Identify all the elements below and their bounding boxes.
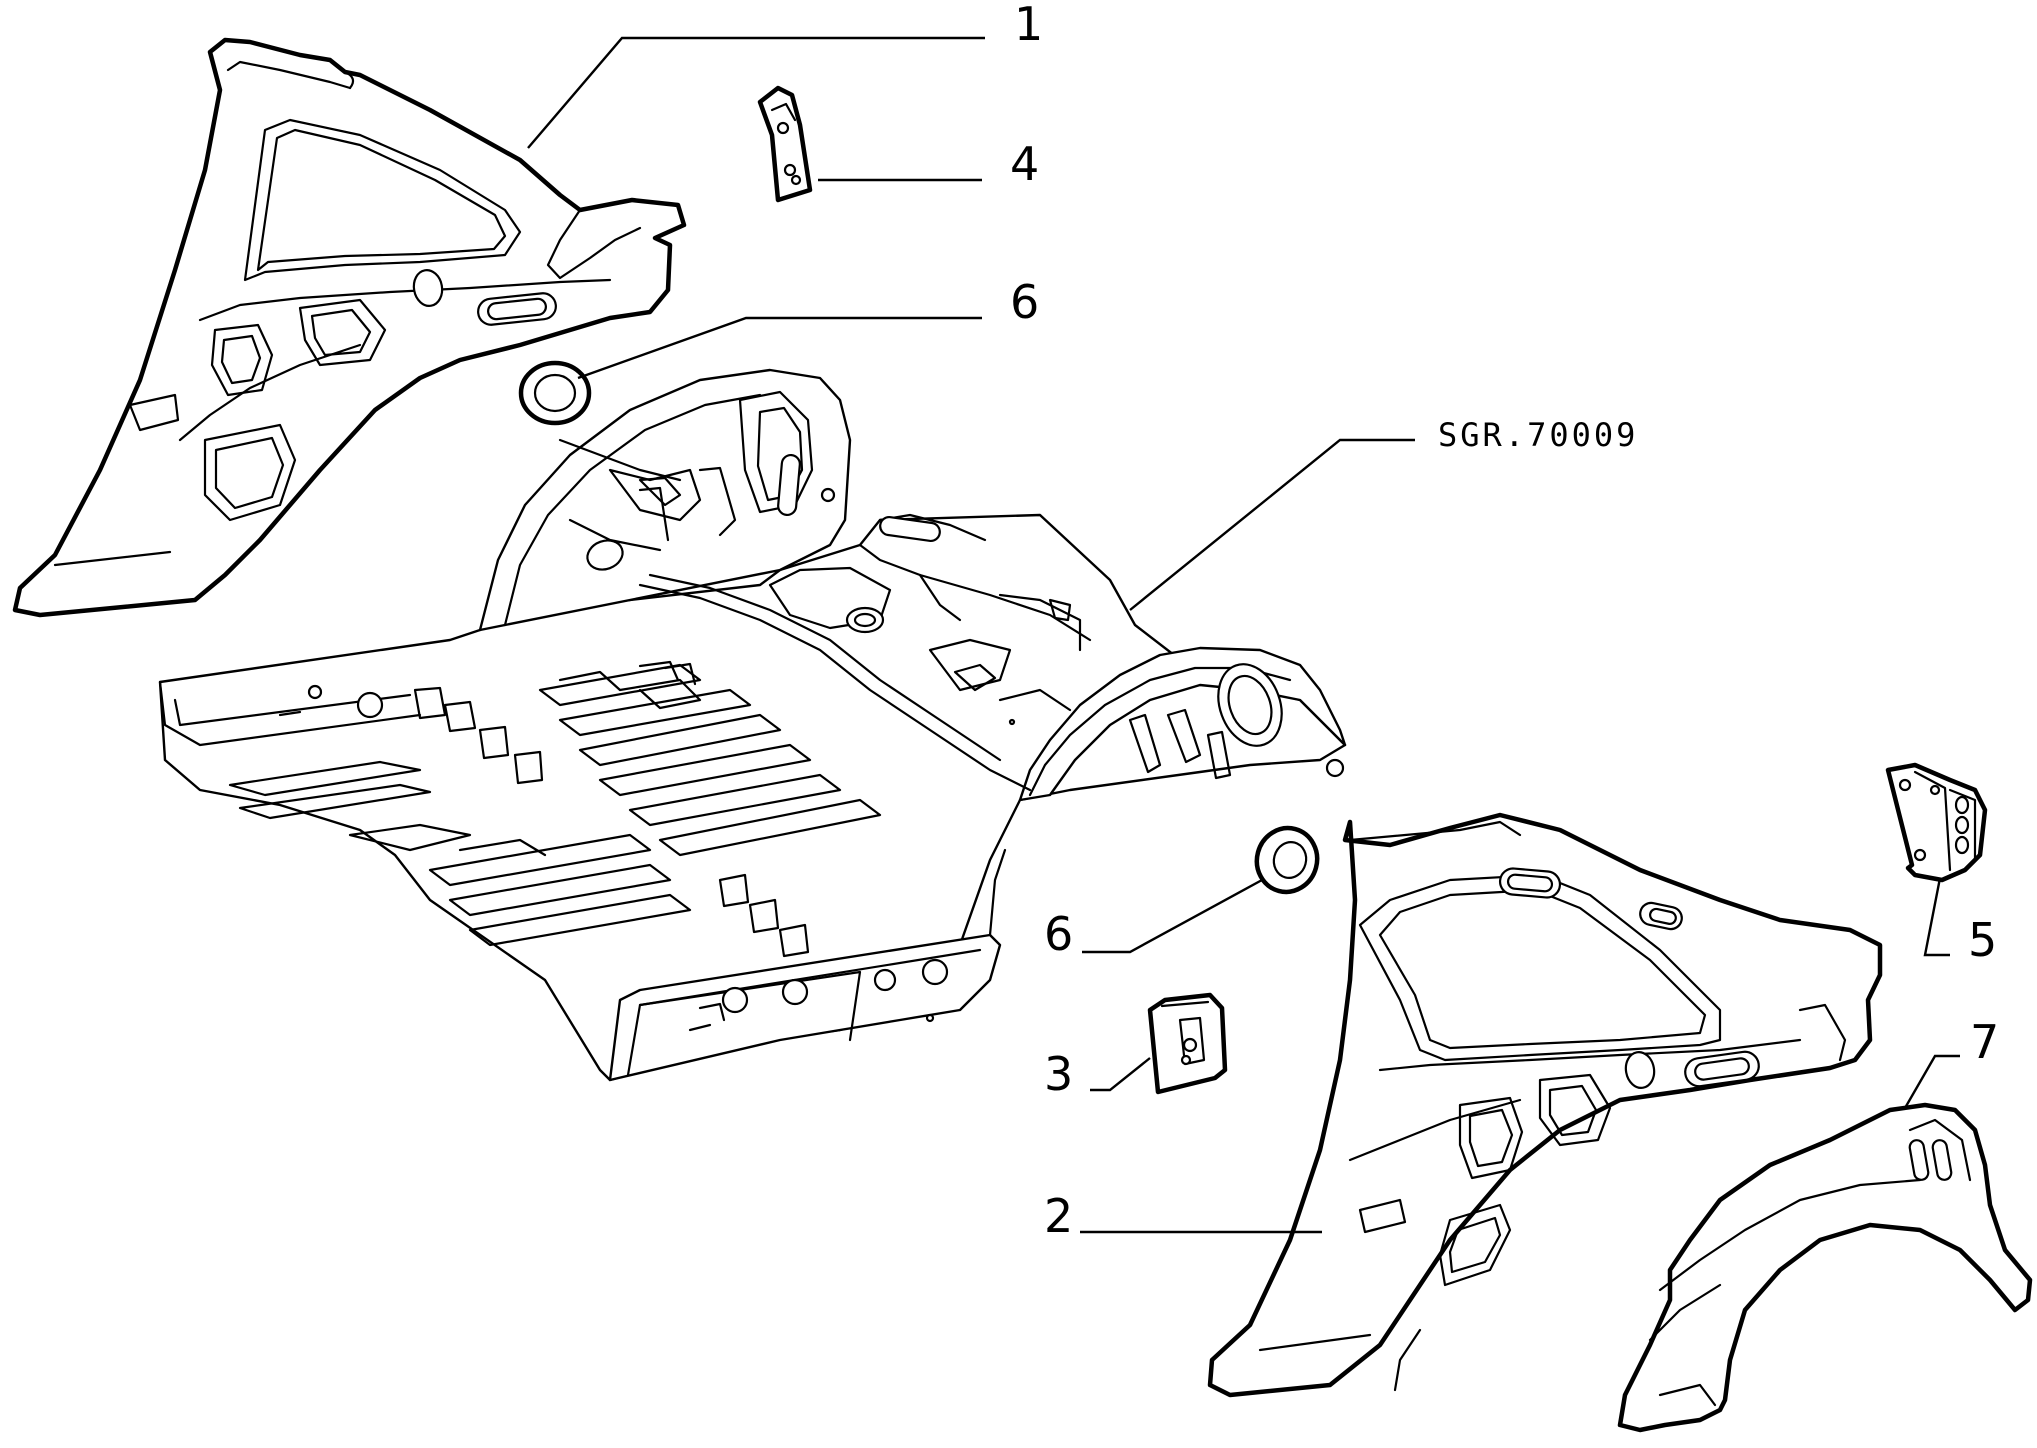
callout-3: 3: [1044, 1047, 1073, 1101]
leader-7: [1903, 1054, 1960, 1109]
leader-lines: [527, 36, 1960, 1234]
callout-7: 7: [1970, 1015, 1999, 1069]
callout-4: 4: [1010, 137, 1039, 191]
leader-3: [1090, 1057, 1151, 1092]
callout-6-lower: 6: [1044, 907, 1073, 961]
reference-code: SGR.70009: [1438, 416, 1638, 454]
part-4-bracket: [757, 85, 813, 203]
leader-5: [1923, 877, 1950, 957]
callout-labels: 1 4 6 6 3 2 5 7 SGR.70009: [1010, 0, 1999, 1243]
callout-1: 1: [1014, 0, 1043, 51]
callout-2: 2: [1044, 1189, 1073, 1243]
leader-sgr: [1129, 438, 1415, 611]
rear-floor-assembly: [158, 368, 1347, 1082]
part-2-right-side-panel: [1207, 812, 1883, 1398]
leader-6b: [1082, 878, 1263, 954]
part-1-left-side-panel: [12, 37, 687, 618]
part-5-bracket: [1885, 762, 1988, 883]
leader-6a: [577, 316, 982, 380]
part-7-wheel-arch: [1617, 1102, 2033, 1433]
part-6-grommet-upper: [518, 360, 592, 426]
callout-5: 5: [1968, 913, 1997, 967]
part-3-bracket: [1147, 992, 1228, 1095]
leader-1: [527, 36, 985, 149]
callout-6-upper: 6: [1010, 275, 1039, 329]
part-6-grommet-lower: [1254, 825, 1320, 895]
